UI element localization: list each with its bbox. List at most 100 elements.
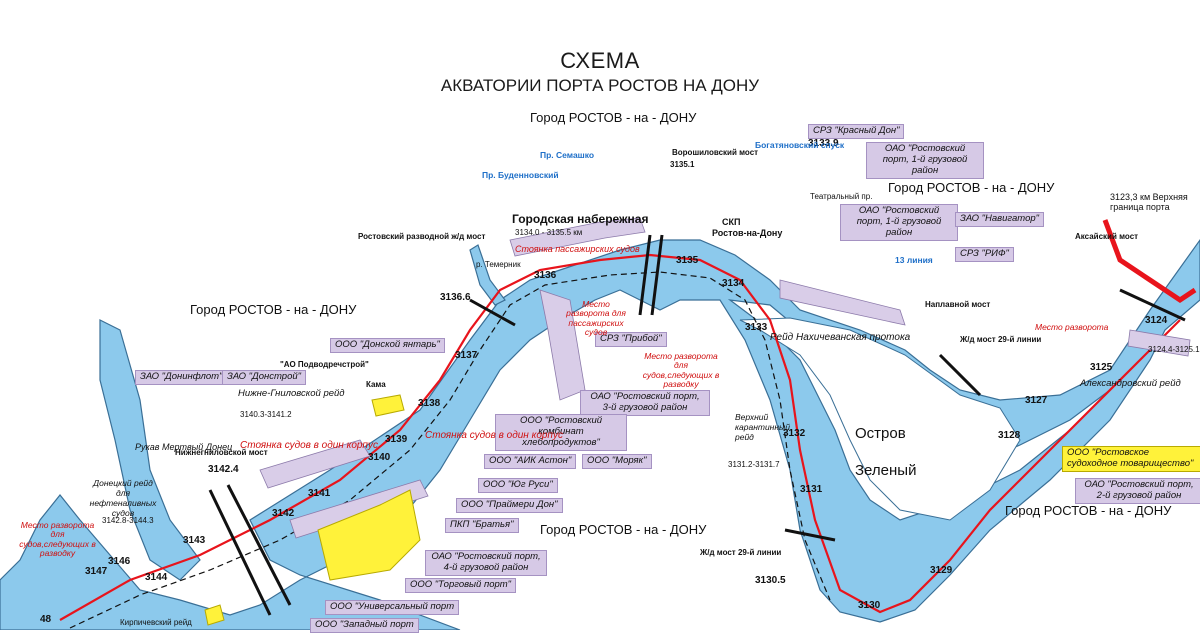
- km-3133: 3133: [745, 322, 768, 333]
- km-3135-1: 3135.1: [670, 160, 695, 169]
- city-label-left: Город РОСТОВ - на - ДОНУ: [190, 302, 357, 317]
- bridges: [208, 234, 1186, 616]
- label-teatralny: Театральный пр.: [810, 192, 873, 201]
- km-3138: 3138: [418, 398, 441, 409]
- label-13-liniya: 13 линия: [895, 255, 933, 265]
- box-universalny: ООО "Универсальный порт: [325, 600, 460, 615]
- km-3137: 3137: [455, 350, 478, 361]
- label-voroshil-bridge: Ворошиловский мост: [672, 148, 759, 157]
- map-subtitle: АКВАТОРИИ ПОРТА РОСТОВ НА ДОНУ: [440, 76, 760, 95]
- box-rost-sudokhod: ООО "Ростовское судоходное товарищество": [1062, 446, 1200, 472]
- box-yug-rusi: ООО "Юг Руси": [478, 478, 558, 493]
- km-3142-4: 3142.4: [208, 464, 239, 475]
- km-3143: 3143: [183, 535, 206, 546]
- km-3144: 3144: [145, 572, 168, 583]
- note-razvorot-pass: Место разворота для пассажирских судов: [566, 299, 626, 338]
- note-razvorot-left: Место разворота для судов,следующих в ра…: [19, 520, 96, 559]
- km-3142-8-range: 3142.8-3144.3: [102, 516, 154, 525]
- pier-areas: [259, 217, 1191, 539]
- label-kirzhevsky: Кирпичевский рейд: [120, 618, 192, 627]
- km-3140: 3140: [368, 452, 391, 463]
- box-aik-aston: ООО "АИК Астон": [484, 454, 577, 469]
- km-3130: 3130: [858, 600, 881, 611]
- km-3124-4-range: 3124.4-3125.1: [1148, 345, 1200, 354]
- label-rail-bridge-29-lower: Ж/д мост 29-й линии: [700, 548, 782, 557]
- km-3134: 3134: [722, 278, 745, 289]
- km-3133-9: 3133.9: [808, 138, 839, 149]
- island-name-line1: Остров: [855, 425, 906, 442]
- km-3147: 3147: [85, 566, 108, 577]
- km-3128: 3128: [998, 430, 1021, 441]
- label-stoyanka-odin-korpus-1: Стоянка судов в один корпус: [240, 440, 378, 451]
- km-3139: 3139: [385, 434, 408, 445]
- yellow-zones: [204, 394, 421, 626]
- label-kama: Кама: [366, 380, 386, 389]
- box-praymeri-don: ООО "Праймери Дон": [456, 498, 563, 513]
- box-priboy: СРЗ "Прибой": [595, 332, 667, 347]
- box-rostport-3: ОАО "Ростовский порт, 3-й грузовой район: [580, 390, 710, 416]
- label-verkh-karantin: Верхний карантинный рейд: [735, 412, 791, 442]
- box-donskoy-yantar: ООО "Донской янтарь": [330, 338, 445, 353]
- label-temernik: р. Темерник: [476, 260, 521, 269]
- box-bratya: ПКП "Братья": [445, 518, 519, 533]
- label-stoyanka-odin-korpus-2: Стоянка судов в один корпус: [425, 430, 563, 441]
- street-bogatyanovsky: Богатяновский спуск: [755, 140, 845, 150]
- km-3134-range: 3134.0 - 3135.5 км: [515, 228, 583, 237]
- box-rostport-4: ОАО "Ростовский порт, 4-й грузовой район: [425, 550, 547, 576]
- upper-boundary: [1102, 219, 1197, 304]
- label-niz-gnil-bridge: Нижнегниловской мост: [175, 448, 268, 457]
- box-rostport-2: ОАО "Ростовский порт, 2-й грузовой район: [1075, 478, 1200, 504]
- km-3148: 48: [40, 614, 52, 625]
- box-doninflot: ЗАО "Донинфлот": [135, 370, 228, 385]
- city-label-right-bottom: Город РОСТОВ - на - ДОНУ: [1005, 503, 1172, 518]
- city-label-top: Город РОСТОВ - на - ДОНУ: [530, 110, 697, 125]
- km-3132: 3132: [783, 428, 806, 439]
- km-3136-6: 3136.6: [440, 292, 471, 303]
- label-skp: СКП: [722, 217, 741, 227]
- km-3131: 3131: [800, 484, 823, 495]
- km-3141: 3141: [308, 488, 331, 499]
- fairway-line: [59, 253, 1181, 629]
- box-donstroy: ЗАО "Донстрой": [222, 370, 307, 385]
- box-rostport-1-mid: ОАО "Ростовский порт, 1-й грузовой район: [840, 204, 958, 241]
- label-razvod-bridge: Ростовский разводной ж/д мост: [358, 232, 486, 241]
- label-ao-podvodrechstroy: "АО Подводречстрой": [280, 360, 369, 369]
- label-nizhne-gnilov: Нижне-Гниловской рейд: [238, 388, 345, 399]
- label-stoyanka-pass: Стоянка пассажирских судов: [515, 244, 640, 254]
- label-aleksandr-reid: Александровский рейд: [1080, 378, 1181, 389]
- km-3123-3-upper-boundary: 3123,3 км Верхняя граница порта: [1110, 192, 1188, 212]
- box-torgovy: ООО "Торговый порт": [405, 578, 517, 593]
- island-zeleny: [739, 317, 1021, 521]
- label-gor-nab: Городская набережная: [512, 212, 649, 226]
- map-title: СХЕМА: [560, 48, 640, 73]
- km-3127: 3127: [1025, 395, 1048, 406]
- street-semashko: Пр. Семашко: [540, 150, 595, 160]
- label-rukav-mertvy-donets: Рукав Мертвый Донец: [135, 442, 233, 452]
- box-khleboprodukt: ООО "Ростовский комбинат хлебопродуктов": [495, 414, 627, 451]
- km-3129: 3129: [930, 565, 953, 576]
- note-razvorot-right: Место разворота: [1035, 322, 1109, 332]
- box-srz-krasny-don: СРЗ "Красный Дон": [808, 124, 905, 139]
- km-3142: 3142: [272, 508, 295, 519]
- km-3146: 3146: [108, 556, 131, 567]
- label-rail-bridge-29-upper: Ж/д мост 29-й линии: [960, 335, 1042, 344]
- km-3124: 3124: [1145, 315, 1168, 326]
- note-razvorot-razvodka: Место разворота для судов,следующих в ра…: [642, 351, 720, 390]
- label-rostov-na-donu: Ростов-на-Дону: [712, 228, 783, 238]
- box-rostport-1-top: ОАО "Ростовский порт, 1-й грузовой район: [866, 142, 984, 179]
- label-naplav-bridge: Наплавной мост: [925, 300, 991, 309]
- box-zapadny: ООО "Западный порт: [310, 618, 419, 633]
- km-3131-2-range: 3131.2-3131.7: [728, 460, 780, 469]
- km-3135: 3135: [676, 255, 699, 266]
- street-budennov: Пр. Буденновский: [482, 170, 559, 180]
- km-3125: 3125: [1090, 362, 1113, 373]
- km-3130-5: 3130.5: [755, 575, 786, 586]
- km-3140-3-range: 3140.3-3141.2: [240, 410, 292, 419]
- island-name-line2: Зеленый: [855, 462, 917, 479]
- label-reid-nakhich: Рейд Нахичеванская протока: [770, 332, 911, 343]
- box-navigator: ЗАО "Навигатор": [955, 212, 1045, 227]
- city-label-right-top: Город РОСТОВ - на - ДОНУ: [888, 180, 1055, 195]
- km-3136: 3136: [534, 270, 557, 281]
- label-aksay-bridge: Аксайский мост: [1075, 232, 1139, 241]
